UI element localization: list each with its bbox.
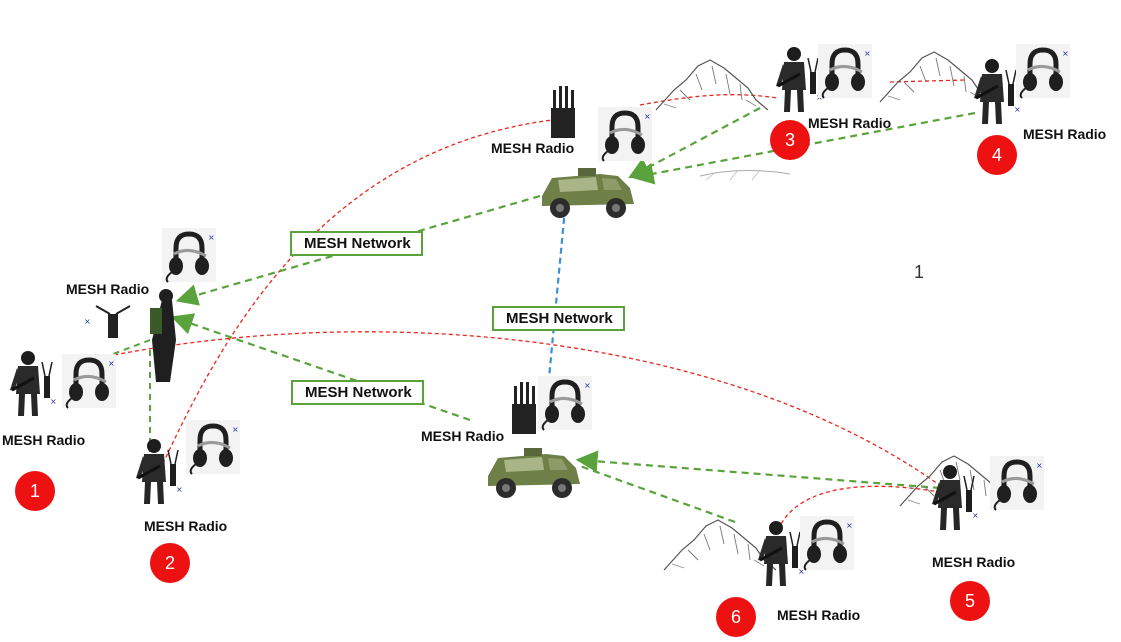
svg-text:×: × <box>84 317 91 326</box>
node-badge-2: 2 <box>150 543 190 583</box>
soldier-node-5 <box>930 456 1044 532</box>
node-badge-1: 1 <box>15 471 55 511</box>
node-badge-6: 6 <box>716 597 756 637</box>
vehicle-bottom-radio-label: MESH Radio <box>421 428 505 444</box>
mountain-terrain <box>655 51 1013 571</box>
node-5-radio-label: MESH Radio <box>932 554 1016 570</box>
node-6-radio-label: MESH Radio <box>777 607 861 623</box>
node-1-radio-label: MESH Radio <box>2 432 86 448</box>
node-4-radio-label: MESH Radio <box>1023 126 1107 142</box>
soldier-node-4 <box>972 44 1070 126</box>
mesh-network-label-lower: MESH Network <box>291 380 424 405</box>
node-2-radio-label: MESH Radio <box>144 518 228 534</box>
soldier-node-1 <box>8 349 116 418</box>
vehicle-backbone-link <box>544 197 568 411</box>
mesh-network-label-center: MESH Network <box>492 306 625 331</box>
soldier-node-3 <box>774 44 872 114</box>
node-3-radio-label: MESH Radio <box>808 115 892 131</box>
hub-soldier: × <box>84 228 216 382</box>
red-radio-links <box>79 79 966 531</box>
mesh-network-label-upper: MESH Network <box>290 231 423 256</box>
node-badge-5: 5 <box>950 581 990 621</box>
node-badge-3: 3 <box>770 120 810 160</box>
node-badge-4: 4 <box>977 135 1017 175</box>
soldier-node-6 <box>756 516 854 588</box>
hub-radio-label: MESH Radio <box>66 281 150 297</box>
vehicle-top-radio-label: MESH Radio <box>491 140 575 156</box>
soldier-node-2 <box>134 420 240 506</box>
stray-number-label: 1 <box>914 262 925 282</box>
